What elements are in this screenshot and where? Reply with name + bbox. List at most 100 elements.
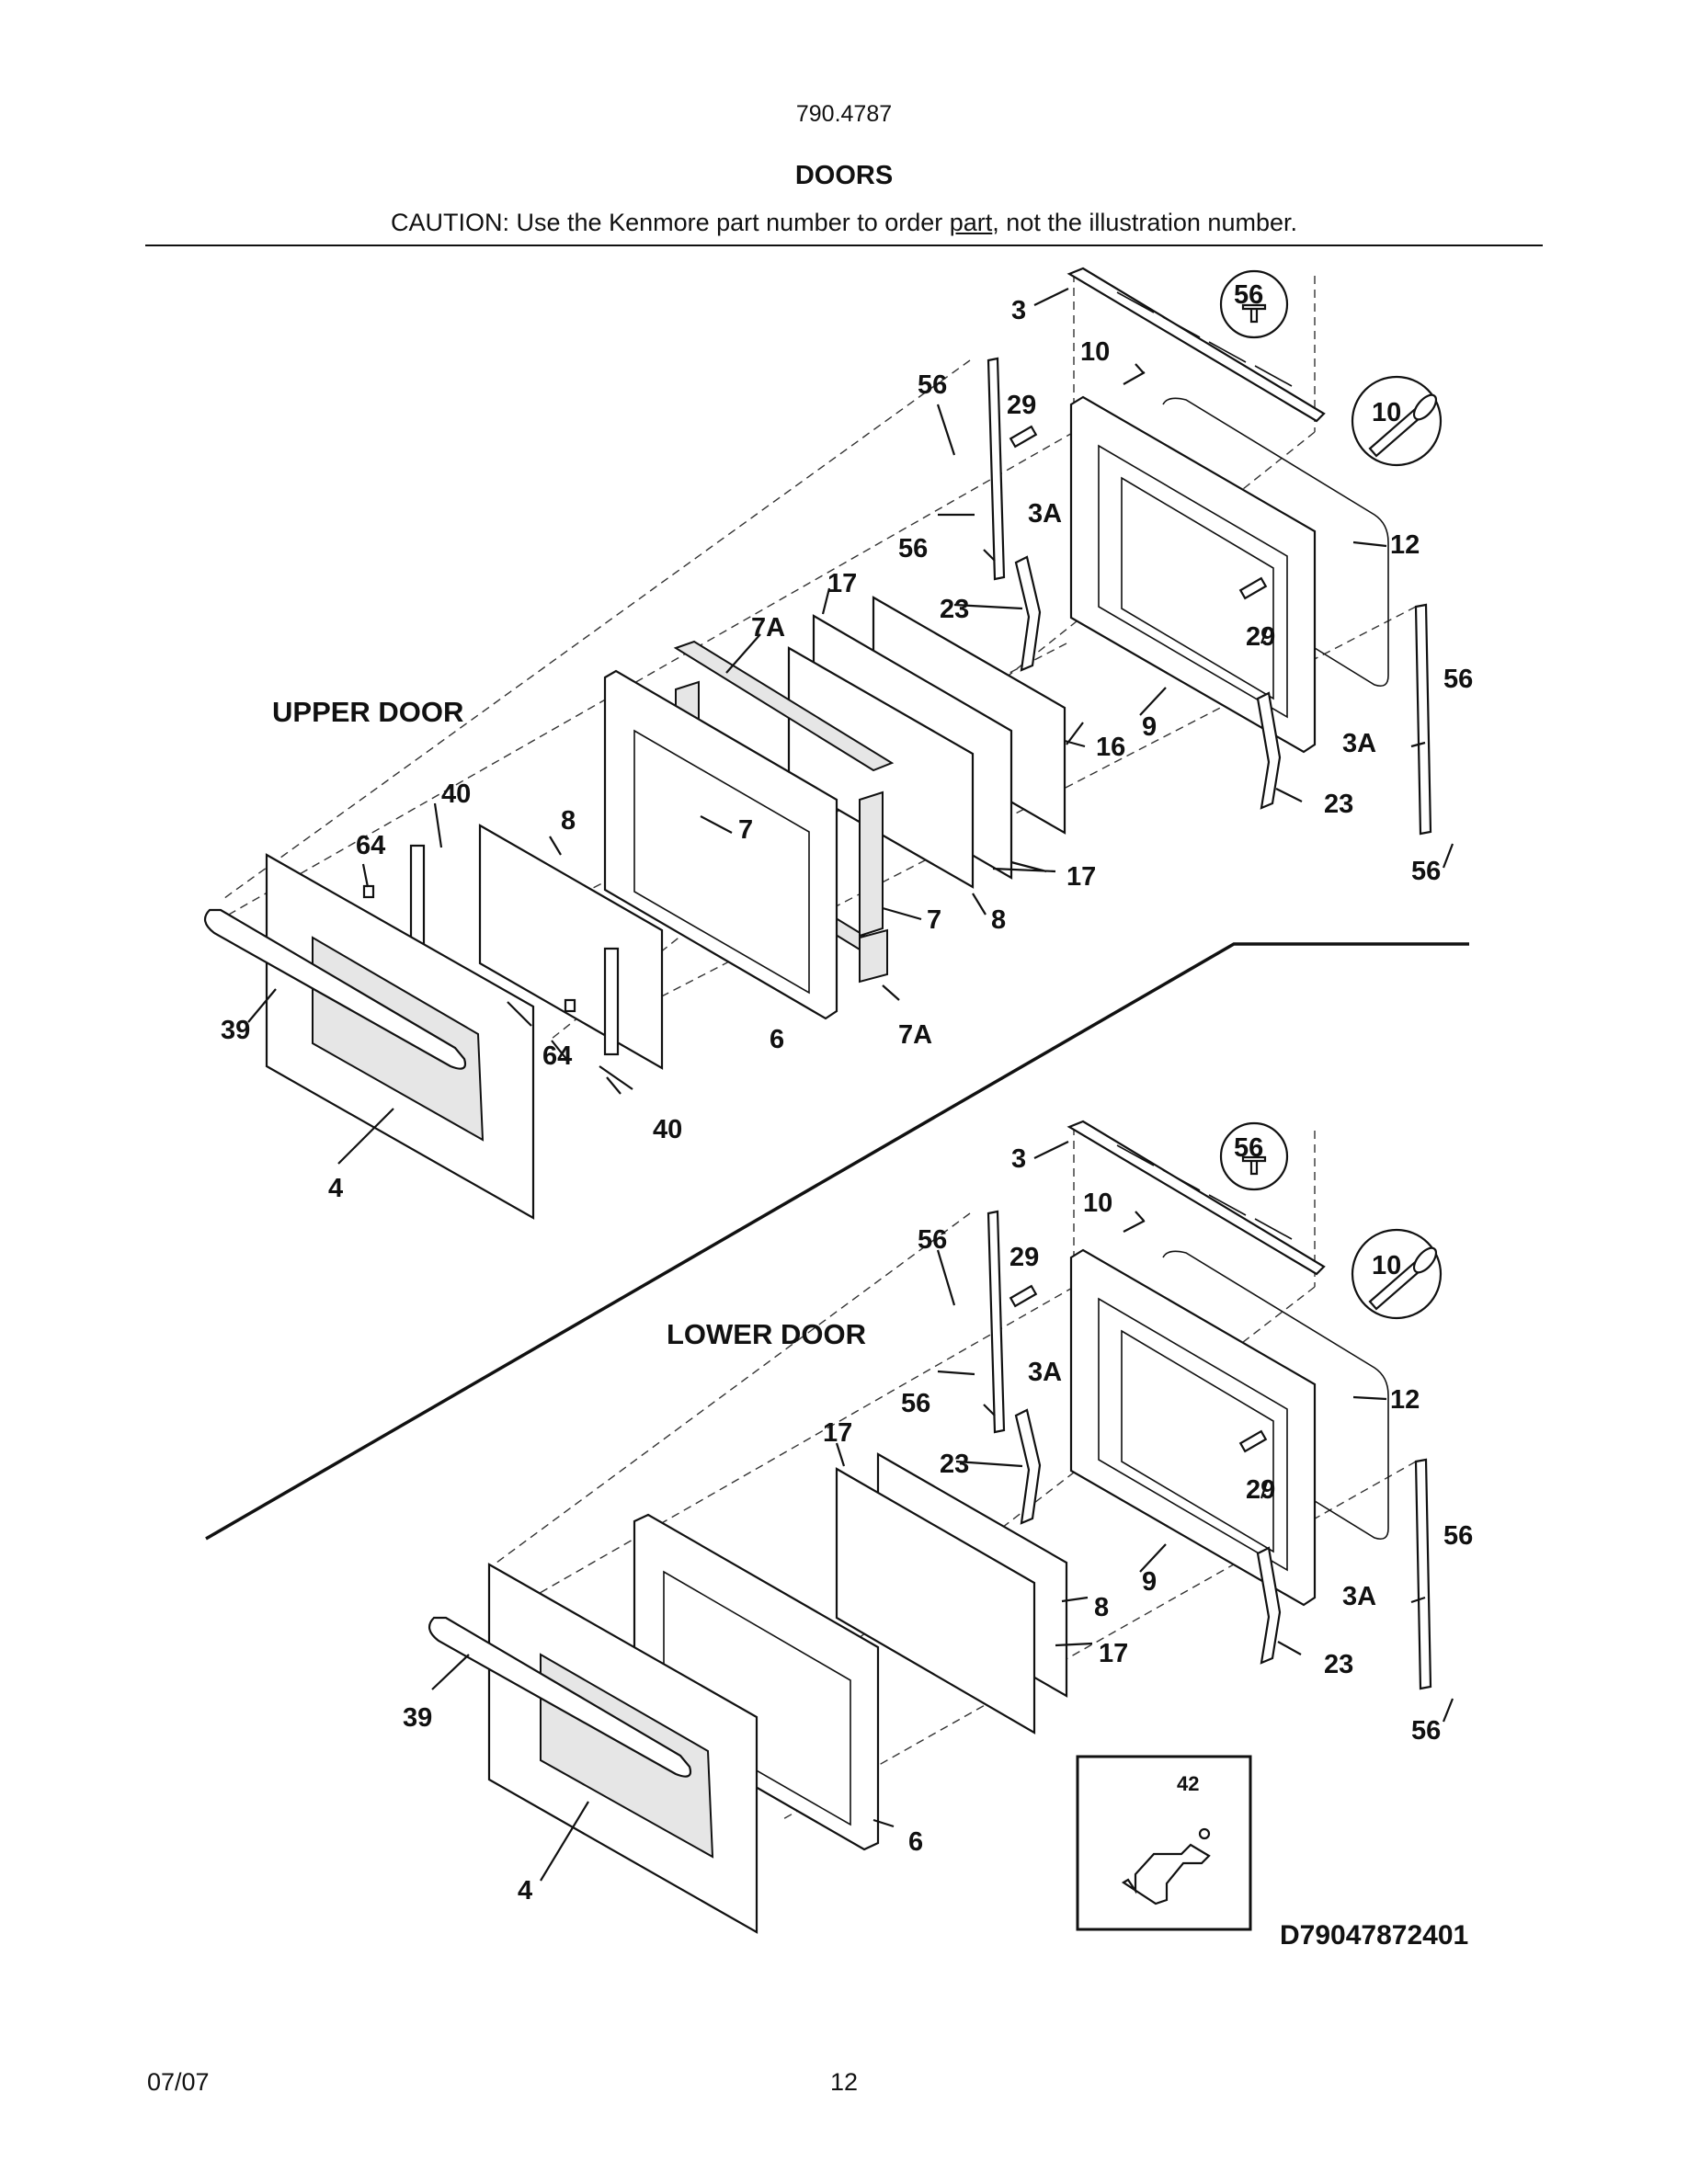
lower-pin-right-part-29 bbox=[1238, 1429, 1268, 1453]
upper-door-frame-part-6 bbox=[603, 669, 838, 1020]
callout-6: 6 bbox=[770, 1025, 784, 1054]
lower-callout-6: 6 bbox=[908, 1827, 923, 1857]
callout-10: 10 bbox=[1080, 337, 1110, 367]
callout-3: 3 bbox=[1011, 296, 1026, 325]
callout-3a-right: 3A bbox=[1342, 729, 1376, 758]
lower-leader-lines bbox=[431, 1141, 1454, 1882]
lower-door-label: LOWER DOOR bbox=[667, 1318, 866, 1350]
lower-callout-17: 17 bbox=[823, 1418, 852, 1448]
upper-gasket-part-12 bbox=[1162, 397, 1389, 688]
bracket-hole bbox=[1198, 1827, 1211, 1840]
lower-callout-8: 8 bbox=[1094, 1593, 1109, 1622]
lower-guide-lines bbox=[496, 1127, 1417, 1821]
lower-callout-56-mid: 56 bbox=[901, 1389, 930, 1418]
upper-leader-lines bbox=[247, 288, 1454, 1165]
upper-clip-part-64 bbox=[362, 884, 375, 899]
callout-56-mid: 56 bbox=[898, 534, 928, 563]
lower-hinge-right-part-23 bbox=[1256, 1546, 1282, 1665]
lower-callout-10-inset: 10 bbox=[1372, 1251, 1401, 1280]
caution-part-link[interactable]: part bbox=[949, 209, 993, 236]
upper-door-label: UPPER DOOR bbox=[272, 696, 463, 728]
lower-callout-56-inset: 56 bbox=[1234, 1133, 1263, 1163]
upper-bracket-left-part-40 bbox=[409, 844, 426, 949]
diagram-id: D79047872401 bbox=[1280, 1920, 1468, 1951]
lower-door-assembly: LOWER DOOR 3 56 10 10 56 29 3A 56 12 17 … bbox=[403, 1120, 1473, 1934]
upper-clip-lower-part-64 bbox=[564, 998, 576, 1013]
lower-callout-23-right: 23 bbox=[1324, 1650, 1353, 1679]
bracket-part-42 bbox=[1121, 1843, 1211, 1905]
callout-7a-top: 7A bbox=[751, 613, 785, 643]
callout-56-inset: 56 bbox=[1234, 280, 1263, 310]
lower-callout-17-right: 17 bbox=[1099, 1639, 1128, 1668]
lower-inset-56 bbox=[1219, 1121, 1289, 1191]
upper-hinge-right-part-23 bbox=[1256, 691, 1282, 810]
lower-inset-10 bbox=[1351, 1228, 1443, 1320]
callout-4: 4 bbox=[328, 1174, 343, 1203]
upper-pin-right-part-29 bbox=[1238, 576, 1268, 600]
lower-hinge-left-part-23 bbox=[1014, 1408, 1042, 1525]
caution-note: CAUTION: Use the Kenmore part number to … bbox=[0, 209, 1688, 237]
callout-16: 16 bbox=[1096, 733, 1125, 762]
upper-insulation-corner-part-7a bbox=[859, 928, 888, 984]
lower-callout-29: 29 bbox=[1009, 1243, 1039, 1272]
callout-40-bottom: 40 bbox=[653, 1115, 682, 1144]
lower-callout-3a-left: 3A bbox=[1028, 1358, 1062, 1387]
lower-pin-part-29 bbox=[1009, 1284, 1038, 1308]
lower-side-strip-right-3a bbox=[1414, 1458, 1432, 1690]
callout-56-left: 56 bbox=[918, 370, 947, 400]
callout-23-left: 23 bbox=[940, 595, 969, 624]
upper-door-assembly: UPPER DOOR 3 56 10 10 56 29 3A 56 12 17 … bbox=[203, 267, 1473, 1220]
lower-callout-3a-right: 3A bbox=[1342, 1582, 1376, 1611]
upper-side-strip-left-3a bbox=[987, 357, 1006, 581]
lower-screw-part-10 bbox=[1123, 1220, 1146, 1233]
callout-29: 29 bbox=[1007, 391, 1036, 420]
callout-64-bottom: 64 bbox=[542, 1041, 572, 1071]
upper-hinge-left-part-23 bbox=[1014, 555, 1042, 672]
lower-gasket-part-12 bbox=[1162, 1250, 1389, 1541]
callout-7-mid: 7 bbox=[738, 815, 753, 845]
upper-handle-part-39 bbox=[203, 908, 467, 1070]
lower-callout-9: 9 bbox=[1142, 1567, 1157, 1597]
upper-inner-liner-part-9 bbox=[1069, 395, 1317, 754]
inset-box-part-42: 42 bbox=[1076, 1755, 1252, 1931]
upper-insulation-top-part-7a bbox=[673, 640, 895, 772]
callout-12: 12 bbox=[1390, 530, 1420, 560]
callout-8-right: 8 bbox=[991, 905, 1006, 935]
lower-callout-56-bottom: 56 bbox=[1411, 1716, 1441, 1746]
upper-bracket-right-part-40 bbox=[603, 947, 620, 1056]
lower-callout-56-left: 56 bbox=[918, 1225, 947, 1255]
lower-handle-part-39 bbox=[428, 1616, 692, 1778]
section-divider bbox=[205, 942, 1469, 1541]
upper-inset-56 bbox=[1219, 269, 1289, 339]
lower-callout-12: 12 bbox=[1390, 1385, 1420, 1415]
lower-callout-3: 3 bbox=[1011, 1144, 1026, 1174]
callout-3a-left: 3A bbox=[1028, 499, 1062, 529]
lower-top-vent-part-3 bbox=[1066, 1120, 1326, 1276]
callout-23-right: 23 bbox=[1324, 790, 1353, 819]
callout-64-top: 64 bbox=[356, 831, 385, 860]
lower-callout-29-right: 29 bbox=[1246, 1475, 1275, 1505]
lower-callout-56-right: 56 bbox=[1443, 1521, 1473, 1551]
lower-glass-frame-part-17 bbox=[835, 1467, 1036, 1735]
upper-screw-part-10 bbox=[1123, 371, 1146, 385]
callout-17-bottom: 17 bbox=[1066, 862, 1096, 892]
lower-side-strip-left-3a bbox=[987, 1210, 1006, 1434]
upper-insulation-right-part-7 bbox=[859, 791, 884, 938]
callout-10-inset: 10 bbox=[1372, 398, 1401, 427]
callout-7-right: 7 bbox=[927, 905, 941, 935]
inset-callout-42: 42 bbox=[1177, 1772, 1199, 1795]
callout-8-top: 8 bbox=[561, 806, 576, 836]
callout-29-right: 29 bbox=[1246, 622, 1275, 652]
footer-date: 07/07 bbox=[147, 2068, 210, 2096]
callout-56-right: 56 bbox=[1443, 665, 1473, 694]
page-title: DOORS bbox=[794, 161, 894, 190]
callout-9: 9 bbox=[1142, 712, 1157, 742]
lower-inner-liner-part-9 bbox=[1069, 1248, 1317, 1607]
lower-callout-23-left: 23 bbox=[940, 1450, 969, 1479]
callout-40-top: 40 bbox=[441, 779, 471, 809]
model-number: 790.4787 bbox=[795, 101, 893, 127]
lower-callout-4: 4 bbox=[518, 1876, 532, 1905]
upper-side-strip-right-3a bbox=[1414, 603, 1432, 836]
lower-callout-10: 10 bbox=[1083, 1189, 1112, 1218]
